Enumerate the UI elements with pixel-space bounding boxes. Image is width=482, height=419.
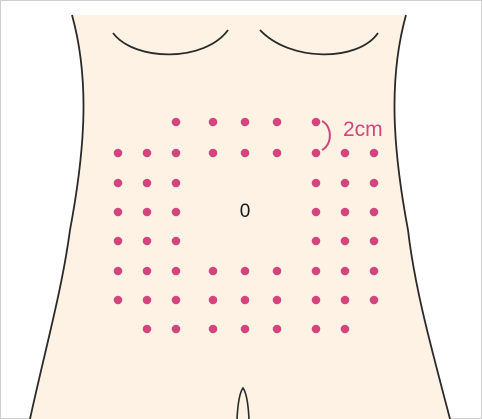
injection-site-dot — [273, 118, 282, 127]
injection-site-dot — [273, 267, 282, 276]
injection-site-dot — [341, 149, 350, 158]
injection-site-dot — [370, 208, 379, 217]
injection-site-dot — [143, 267, 152, 276]
injection-site-dot — [209, 118, 218, 127]
injection-site-dot — [209, 325, 218, 334]
injection-site-dot — [273, 296, 282, 305]
injection-site-dot — [312, 118, 321, 127]
injection-site-dot — [312, 179, 321, 188]
injection-site-dot — [114, 237, 123, 246]
injection-site-dot — [209, 267, 218, 276]
injection-site-dot — [312, 325, 321, 334]
injection-site-dot — [114, 296, 123, 305]
injection-site-dot — [312, 267, 321, 276]
navel-center-label: 0 — [240, 201, 251, 222]
injection-site-dot — [341, 267, 350, 276]
injection-site-dot — [172, 237, 181, 246]
injection-site-dot — [370, 237, 379, 246]
injection-site-dot — [273, 325, 282, 334]
injection-site-dot — [312, 149, 321, 158]
injection-site-dot — [370, 267, 379, 276]
injection-site-dot — [172, 267, 181, 276]
injection-site-dot — [209, 296, 218, 305]
injection-site-dot — [114, 149, 123, 158]
injection-site-dot — [172, 118, 181, 127]
injection-site-dot — [114, 267, 123, 276]
injection-site-dot — [370, 296, 379, 305]
injection-site-dot — [143, 296, 152, 305]
injection-site-dot — [341, 237, 350, 246]
injection-site-dot — [172, 149, 181, 158]
injection-site-dot — [172, 208, 181, 217]
injection-site-dot — [172, 296, 181, 305]
injection-site-dot — [209, 149, 218, 158]
injection-site-dot — [341, 208, 350, 217]
injection-site-dot — [241, 118, 250, 127]
injection-site-dot — [143, 149, 152, 158]
injection-site-dot — [143, 179, 152, 188]
injection-site-dot — [241, 149, 250, 158]
injection-site-dot — [241, 325, 250, 334]
injection-site-dot — [172, 179, 181, 188]
injection-site-dot — [312, 208, 321, 217]
injection-site-dot — [370, 149, 379, 158]
injection-site-dot — [341, 179, 350, 188]
injection-site-dot — [341, 325, 350, 334]
injection-site-dot — [312, 296, 321, 305]
injection-site-dot — [143, 237, 152, 246]
injection-site-dot — [143, 208, 152, 217]
injection-site-dot — [370, 179, 379, 188]
injection-site-dot — [273, 149, 282, 158]
injection-site-dot — [114, 208, 123, 217]
injection-site-dot — [341, 296, 350, 305]
injection-site-dot — [172, 325, 181, 334]
injection-site-dot — [241, 296, 250, 305]
injection-site-dot — [143, 325, 152, 334]
spacing-label: 2cm — [343, 118, 383, 141]
injection-site-dot — [114, 179, 123, 188]
injection-site-dot — [241, 267, 250, 276]
injection-site-dot — [312, 237, 321, 246]
